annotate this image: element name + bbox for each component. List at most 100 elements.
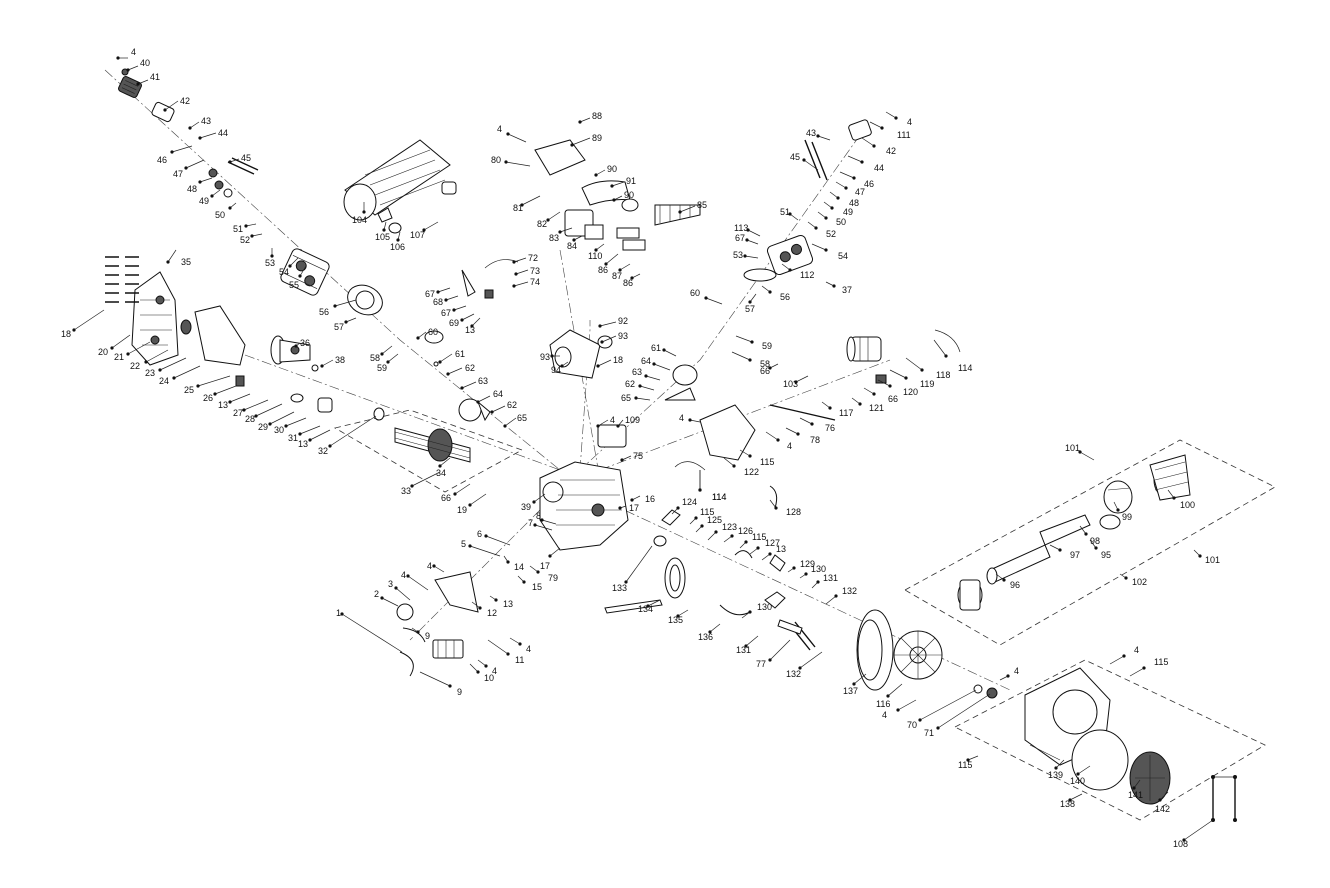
callout-label: 63 — [478, 376, 488, 386]
callout-24: 24 — [159, 365, 201, 386]
callout-point — [743, 254, 747, 258]
callout-label: 52 — [240, 235, 250, 245]
callout-point — [460, 386, 464, 390]
callout-leader-line — [433, 565, 445, 573]
callout-point — [1054, 766, 1058, 770]
callout-label: 13 — [218, 400, 228, 410]
callout-leader-line — [173, 365, 201, 379]
callout-115: 115 — [739, 449, 774, 467]
callout-121: 121 — [851, 397, 884, 413]
intake-elbow — [581, 180, 639, 212]
callout-label: 4 — [131, 47, 136, 57]
callout-label: 4 — [401, 570, 406, 580]
callout-point — [570, 143, 574, 147]
callout-label: 140 — [1070, 776, 1085, 786]
callout-label: 79 — [548, 573, 558, 583]
callout-57: 57 — [745, 293, 757, 314]
callout-leader-line — [625, 545, 653, 583]
callout-point — [436, 290, 440, 294]
callout-point — [1006, 674, 1010, 678]
callout-point — [512, 260, 516, 264]
callout-label: 114 — [958, 363, 972, 373]
callout-label: 4 — [610, 415, 615, 425]
callout-label: 93 — [540, 352, 550, 362]
callout-label: 75 — [633, 451, 643, 461]
callout-point — [748, 454, 752, 458]
callout-point — [1198, 554, 1202, 558]
callout-label: 4 — [679, 413, 684, 423]
callout-108: 108 — [1173, 819, 1214, 849]
callout-leader-line — [533, 493, 546, 503]
callout-label: 49 — [199, 196, 209, 206]
callout-130: 130 — [741, 602, 772, 619]
callout-label: 115 — [958, 760, 972, 770]
callout-43: 43 — [806, 128, 831, 141]
callout-80: 80 — [491, 155, 531, 167]
callout-label: 62 — [465, 363, 475, 373]
callout-point — [548, 554, 552, 558]
callout-leader-line — [381, 597, 399, 607]
callout-4: 4 — [401, 570, 429, 591]
callout-point — [904, 376, 908, 380]
callout-38: 38 — [320, 355, 345, 368]
callout-point — [453, 492, 457, 496]
callout-point — [228, 206, 232, 210]
callout-label: 63 — [632, 367, 642, 377]
callout-label: 56 — [319, 307, 329, 317]
callout-label: 115 — [700, 507, 714, 517]
callout-label: 139 — [1048, 770, 1063, 780]
callout-25: 25 — [184, 375, 231, 395]
callout-point — [814, 226, 818, 230]
callout-point — [756, 546, 760, 550]
callout-109: 109 — [616, 415, 640, 428]
callout-63: 63 — [632, 367, 661, 381]
callout-leader-line — [329, 415, 377, 447]
callout-point — [294, 344, 298, 348]
muffler — [343, 139, 457, 223]
callout-leader-line — [749, 547, 759, 555]
callout-13: 13 — [489, 595, 513, 609]
callout-13: 13 — [298, 429, 331, 449]
callout-point — [804, 572, 808, 576]
callout-label: 60 — [690, 288, 700, 298]
callout-label: 10 — [484, 673, 494, 683]
callout-leader-line — [597, 359, 612, 367]
gasket-left — [151, 101, 175, 123]
callout-label: 68 — [433, 297, 443, 307]
callout-label: 114 — [712, 492, 726, 502]
callout-leader-line — [619, 263, 631, 271]
callout-point — [604, 262, 608, 266]
callout-leader-line — [761, 553, 771, 561]
callout-leader-line — [1183, 819, 1214, 841]
callout-leader-line — [769, 499, 777, 509]
callout-140: 140 — [1070, 765, 1091, 786]
callout-85: 85 — [678, 200, 707, 214]
callout-point — [298, 274, 302, 278]
callout-label: 100 — [1180, 500, 1195, 510]
callout-label: 1 — [336, 608, 341, 618]
callout-point — [698, 488, 702, 492]
callout-leader-line — [853, 673, 867, 685]
callout-label: 83 — [549, 233, 559, 243]
callout-point — [380, 596, 384, 600]
callout-label: 82 — [537, 219, 547, 229]
callout-leader-line — [1049, 544, 1061, 551]
callout-label: 31 — [288, 433, 298, 443]
callout-leader-line — [799, 651, 823, 669]
callout-point — [514, 272, 518, 276]
callout-label: 73 — [530, 266, 540, 276]
callout-51: 51 — [233, 223, 257, 234]
callout-label: 87 — [612, 271, 622, 281]
callout-leader-line — [127, 341, 151, 355]
callout-label: 62 — [507, 400, 517, 410]
callout-leader-line — [159, 357, 187, 371]
callout-18: 18 — [596, 355, 623, 368]
callout-leader-line — [689, 419, 701, 423]
callout-point — [503, 424, 507, 428]
callout-leader-line — [647, 599, 661, 607]
callout-label: 35 — [181, 257, 191, 267]
callout-point — [824, 248, 828, 252]
callout-leader-line — [245, 223, 257, 227]
callout-114: 114 — [933, 339, 972, 373]
callout-72: 72 — [512, 253, 538, 264]
